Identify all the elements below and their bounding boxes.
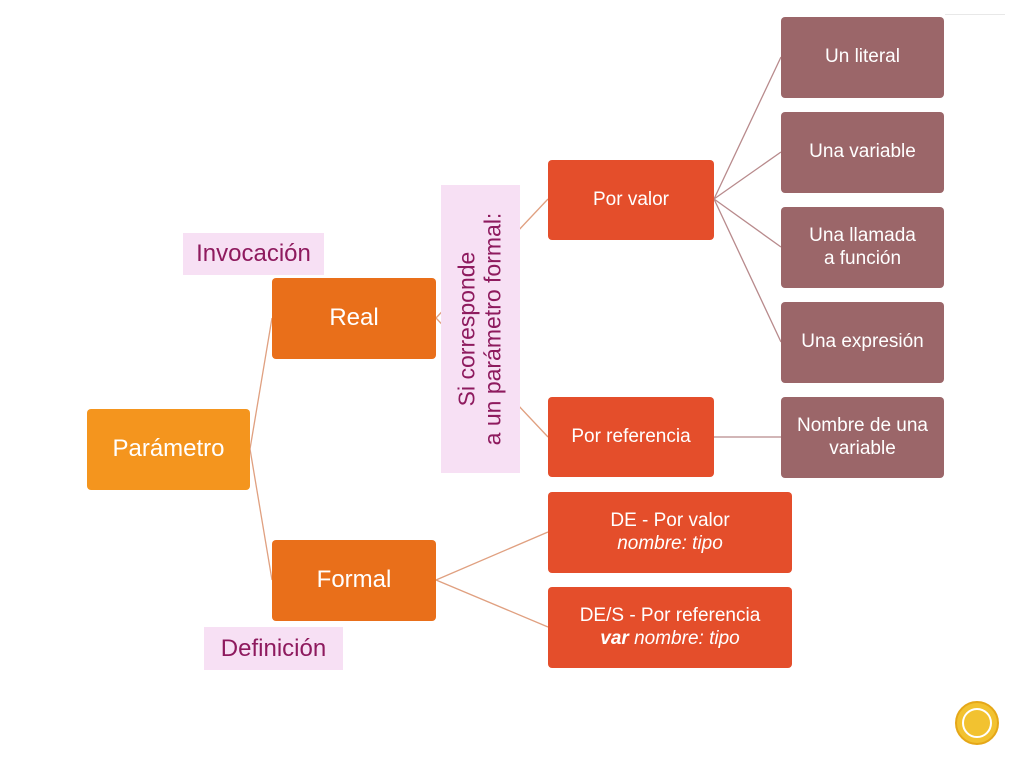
node-por-valor: Por valor	[548, 160, 714, 240]
link-formal-devalor	[435, 531, 549, 581]
node-parametro: Parámetro	[87, 409, 250, 490]
note-line-1: Si corresponde	[453, 251, 480, 407]
link-porvalor-variable	[713, 151, 782, 200]
note-line-2: a un parámetro formal:	[480, 212, 506, 446]
de-title: DE - Por valor	[610, 509, 730, 531]
node-real: Real	[272, 278, 436, 359]
link-formal-desreferencia	[435, 579, 549, 628]
corner-divider	[945, 14, 1005, 15]
llamada-line-1: Una llamada	[809, 224, 916, 246]
node-una-variable: Una variable	[781, 112, 944, 193]
link-porvalor-expresion	[713, 198, 782, 343]
node-por-referencia: Por referencia	[548, 397, 714, 477]
node-una-expresion: Una expresión	[781, 302, 944, 383]
link-porvalor-llamada	[713, 198, 782, 248]
de-signature: nombre: tipo	[617, 532, 723, 554]
link-porvalor-literal	[713, 56, 782, 200]
node-des-por-referencia: DE/S - Por referencia var nombre: tipo	[548, 587, 792, 668]
note-text: Si corresponde a un parámetro formal:	[454, 213, 507, 446]
link-root-formal	[249, 448, 273, 581]
des-title: DE/S - Por referencia	[579, 604, 761, 626]
des-signature: nombre: tipo	[634, 627, 740, 649]
nombre-line-2: variable	[829, 437, 896, 459]
node-nombre-variable: Nombre de una variable	[781, 397, 944, 478]
node-una-llamada: Una llamada a función	[781, 207, 944, 288]
des-keyword: var	[600, 627, 629, 649]
node-un-literal: Un literal	[781, 17, 944, 98]
tag-invocacion: Invocación	[183, 233, 324, 275]
tag-definicion: Definición	[204, 627, 343, 670]
link-root-real	[249, 317, 273, 450]
gold-seal-icon	[955, 701, 999, 745]
nombre-line-1: Nombre de una	[797, 414, 928, 436]
node-de-por-valor: DE - Por valor nombre: tipo	[548, 492, 792, 573]
note-panel	[441, 185, 520, 473]
llamada-line-2: a función	[823, 247, 902, 269]
node-formal: Formal	[272, 540, 436, 621]
des-signature-line: var nombre: tipo	[600, 628, 739, 651]
